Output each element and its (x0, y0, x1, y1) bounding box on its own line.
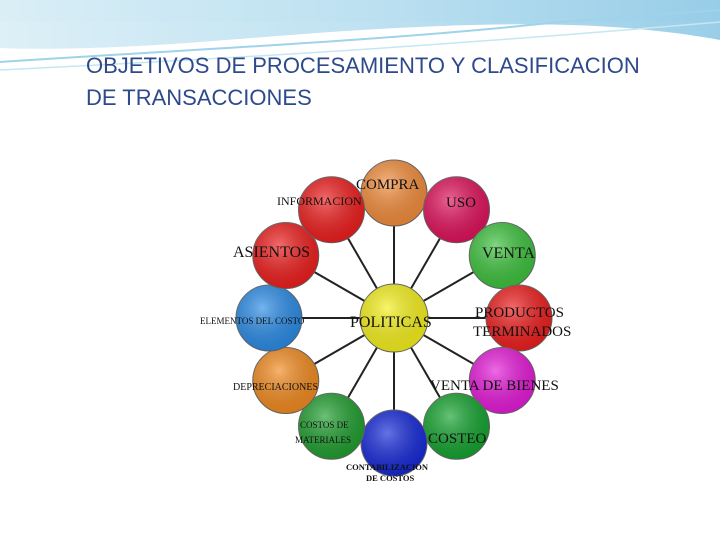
node-depreciaciones (253, 348, 319, 414)
label-costos-de-materiales-line1: COSTOS DE (300, 420, 349, 430)
label-depreciaciones: DEPRECIACIONES (233, 382, 318, 393)
label-politicas: POLITICAS (350, 314, 432, 331)
label-costos-de-materiales-line2: MATERIALES (295, 435, 351, 445)
node-compra (361, 160, 427, 226)
label-informacion: INFORMACION (277, 194, 362, 208)
label-uso: USO (446, 195, 476, 211)
label-contabilizacion-line1: CONTABILIZACION (346, 462, 429, 472)
label-compra: COMPRA (356, 177, 420, 193)
label-productos-line1: PRODUCTOS (475, 305, 564, 321)
node-costeo (424, 393, 490, 459)
title-line-1: OBJETIVOS DE PROCESAMIENTO Y CLASIFICACI… (86, 50, 686, 82)
label-elementos-del-costo: ELEMENTOS DEL COSTO (200, 316, 305, 326)
node-informacion (299, 177, 365, 243)
title-line-2: DE TRANSACCIONES (86, 82, 686, 114)
label-venta: VENTA (482, 245, 535, 262)
label-venta-de-bienes: VENTA DE BIENES (430, 378, 559, 394)
label-asientos: ASIENTOS (233, 244, 310, 261)
page-title: OBJETIVOS DE PROCESAMIENTO Y CLASIFICACI… (86, 50, 686, 114)
label-costeo: COSTEO (428, 431, 487, 447)
label-contabilizacion-line2: DE COSTOS (366, 473, 415, 483)
label-productos-line2: TERMINADOS (473, 324, 571, 340)
